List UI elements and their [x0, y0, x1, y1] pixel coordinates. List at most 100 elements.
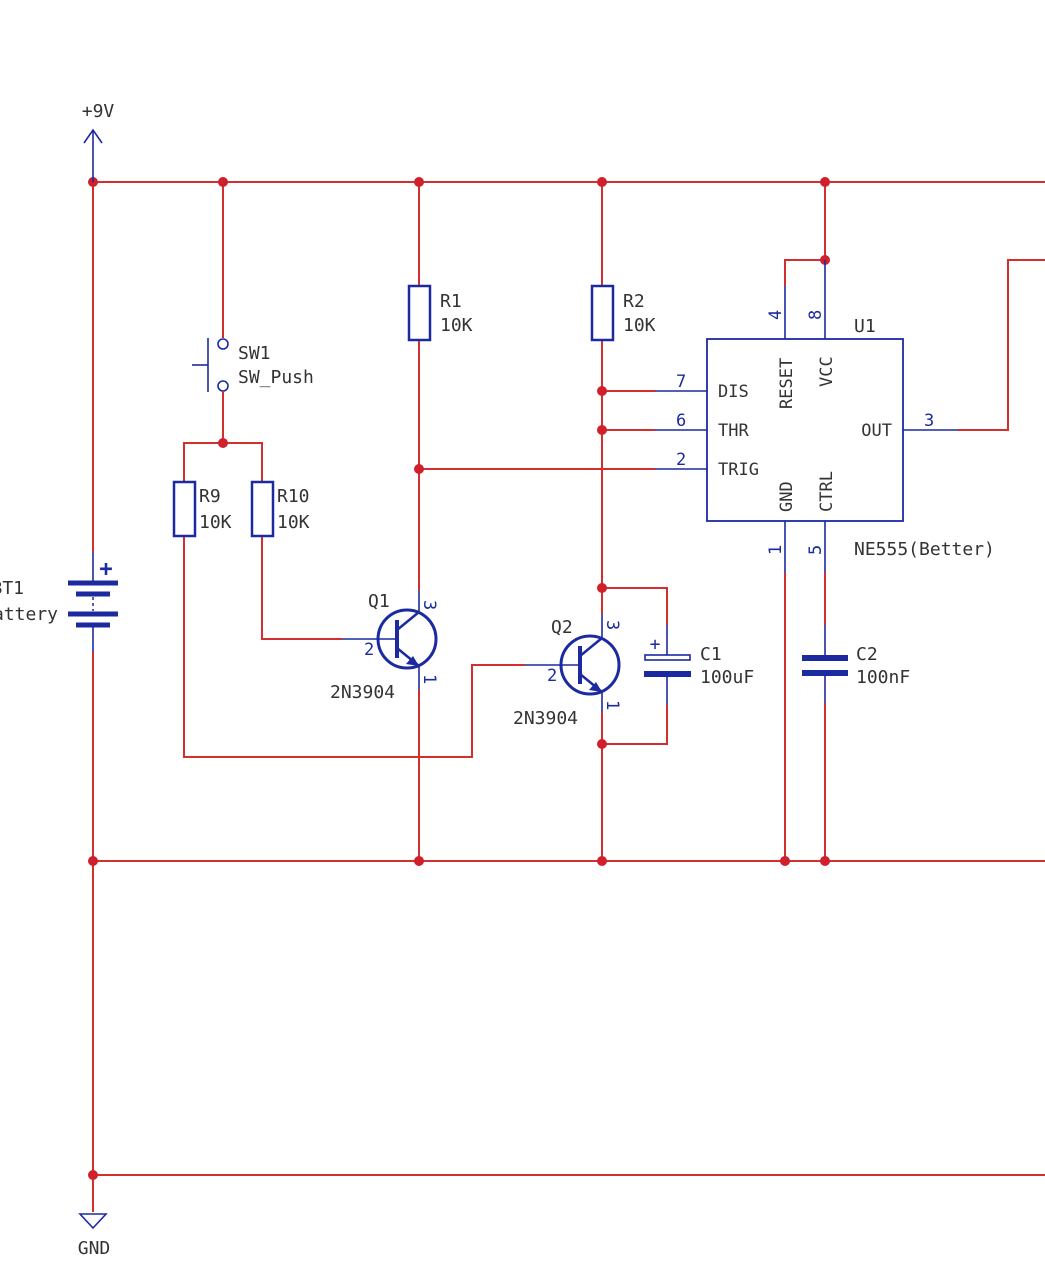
resistor-r10: R10 10K [250, 480, 310, 538]
ic-ref: U1 [854, 316, 876, 337]
resistor-body [590, 284, 615, 342]
transistor-pin-base: 2 [547, 666, 557, 686]
resistor-ref: R1 [440, 291, 462, 312]
gnd-label: GND [78, 1238, 111, 1259]
ic-pin-reset-name: RESET [777, 358, 797, 409]
battery-plus: + [99, 557, 112, 582]
transistor-value: 2N3904 [513, 708, 578, 729]
resistor-value: 10K [277, 512, 310, 533]
transistor-q1: Q1 2N3904 2 3 1 [330, 590, 439, 703]
junction-dot [597, 856, 607, 866]
switch-ref: SW1 [238, 343, 271, 364]
transistor-pin-collector: 3 [602, 620, 622, 630]
resistor-value: 10K [440, 315, 473, 336]
resistor-body [407, 284, 432, 342]
junction-dot [820, 856, 830, 866]
ic-pin-vcc-num: 8 [806, 310, 826, 320]
junction-dot [88, 1170, 98, 1180]
gnd-triangle [78, 1213, 108, 1230]
capacitor-value: 100uF [700, 667, 754, 688]
resistor-value: 10K [623, 315, 656, 336]
transistor-emitter-arrow [406, 656, 419, 666]
vcc-label: +9V [82, 101, 115, 122]
junction-dot [597, 177, 607, 187]
transistor-emitter-arrow [589, 682, 602, 692]
capacitor-ref: C2 [856, 644, 878, 665]
ic-pin-reset-num: 4 [766, 310, 786, 320]
ic-value: NE555(Better) [854, 539, 995, 560]
resistor-ref: R9 [199, 486, 221, 507]
junction-dot [414, 177, 424, 187]
junction-dot [780, 856, 790, 866]
ic-pin-gnd-name: GND [777, 481, 797, 512]
resistor-ref: R2 [623, 291, 645, 312]
ic-pin-out-name: OUT [861, 421, 892, 441]
vcc-symbol: +9V [82, 101, 115, 182]
capacitor-c1: + C1 100uF [644, 625, 754, 705]
transistor-pin-emitter: 1 [419, 674, 439, 684]
wire-r10-q1-base [261, 536, 342, 640]
transistor-q2: Q2 2N3904 2 3 1 [513, 614, 622, 729]
junction-dot [218, 177, 228, 187]
ic-pin-thr-name: THR [718, 421, 749, 441]
ic-pin-out-num: 3 [924, 411, 934, 431]
ic-pin-ctrl-num: 5 [806, 545, 826, 555]
resistor-r2: R2 10K [590, 284, 656, 342]
wire-reset-pin [784, 259, 825, 286]
ic-pin-dis-name: DIS [718, 382, 749, 402]
ic-pin-trig-num: 2 [676, 450, 686, 470]
transistor-pin-base: 2 [364, 640, 374, 660]
resistor-value: 10K [199, 512, 232, 533]
switch-contact-bottom [217, 380, 229, 392]
transistor-value: 2N3904 [330, 682, 395, 703]
wire-c1-bottom [602, 705, 668, 745]
capacitor-plus: + [650, 634, 661, 655]
resistor-r1: R1 10K [407, 284, 473, 342]
wire-r9-q2-base [183, 536, 525, 758]
junction-dot [414, 464, 424, 474]
ic-pin-vcc-name: VCC [817, 356, 837, 387]
resistor-ref: R10 [277, 486, 310, 507]
transistor-collector [396, 611, 420, 631]
transistor-pin-collector: 3 [419, 600, 439, 610]
transistor-ref: Q1 [368, 591, 390, 612]
transistor-ref: Q2 [551, 617, 573, 638]
battery-symbol: + BT1 Battery [0, 552, 118, 652]
wire-c1-top [602, 587, 668, 625]
ic-pin-ctrl-name: CTRL [817, 471, 837, 512]
ic-pin-trig-name: TRIG [718, 460, 759, 480]
junction-dot [597, 583, 607, 593]
capacitor-value: 100nF [856, 667, 910, 688]
junctions [88, 177, 830, 1180]
battery-ref: BT1 [0, 578, 24, 599]
junction-dot [597, 425, 607, 435]
junction-dot [218, 438, 228, 448]
resistor-body [172, 480, 197, 538]
junction-dot [88, 856, 98, 866]
resistor-r9: R9 10K [172, 480, 232, 538]
switch-sw1: SW1 SW_Push [192, 338, 314, 392]
capacitor-ref: C1 [700, 644, 722, 665]
transistor-collector [579, 637, 603, 657]
resistor-body [250, 480, 275, 538]
ic-u1: U1 NE555(Better) 7 6 2 DIS THR TRIG 3 OU… [655, 260, 995, 573]
switch-value: SW_Push [238, 367, 314, 388]
transistor-pin-emitter: 1 [602, 700, 622, 710]
junction-dot [820, 177, 830, 187]
gnd-symbol: GND [78, 1213, 111, 1259]
junction-dot [597, 386, 607, 396]
junction-dot [597, 739, 607, 749]
junction-dot [414, 856, 424, 866]
ic-pin-gnd-num: 1 [766, 545, 786, 555]
switch-contact-top [217, 338, 229, 350]
battery-value: Battery [0, 604, 58, 625]
ic-pin-dis-num: 7 [676, 372, 686, 392]
wires [92, 181, 1045, 1212]
ic-pin-thr-num: 6 [676, 411, 686, 431]
capacitor-plate-positive [644, 654, 691, 661]
vcc-arrow-head [83, 128, 103, 144]
wire-r9-r10-split [183, 442, 263, 481]
capacitor-c2: C2 100nF [802, 625, 910, 703]
wire-out [958, 259, 1045, 431]
